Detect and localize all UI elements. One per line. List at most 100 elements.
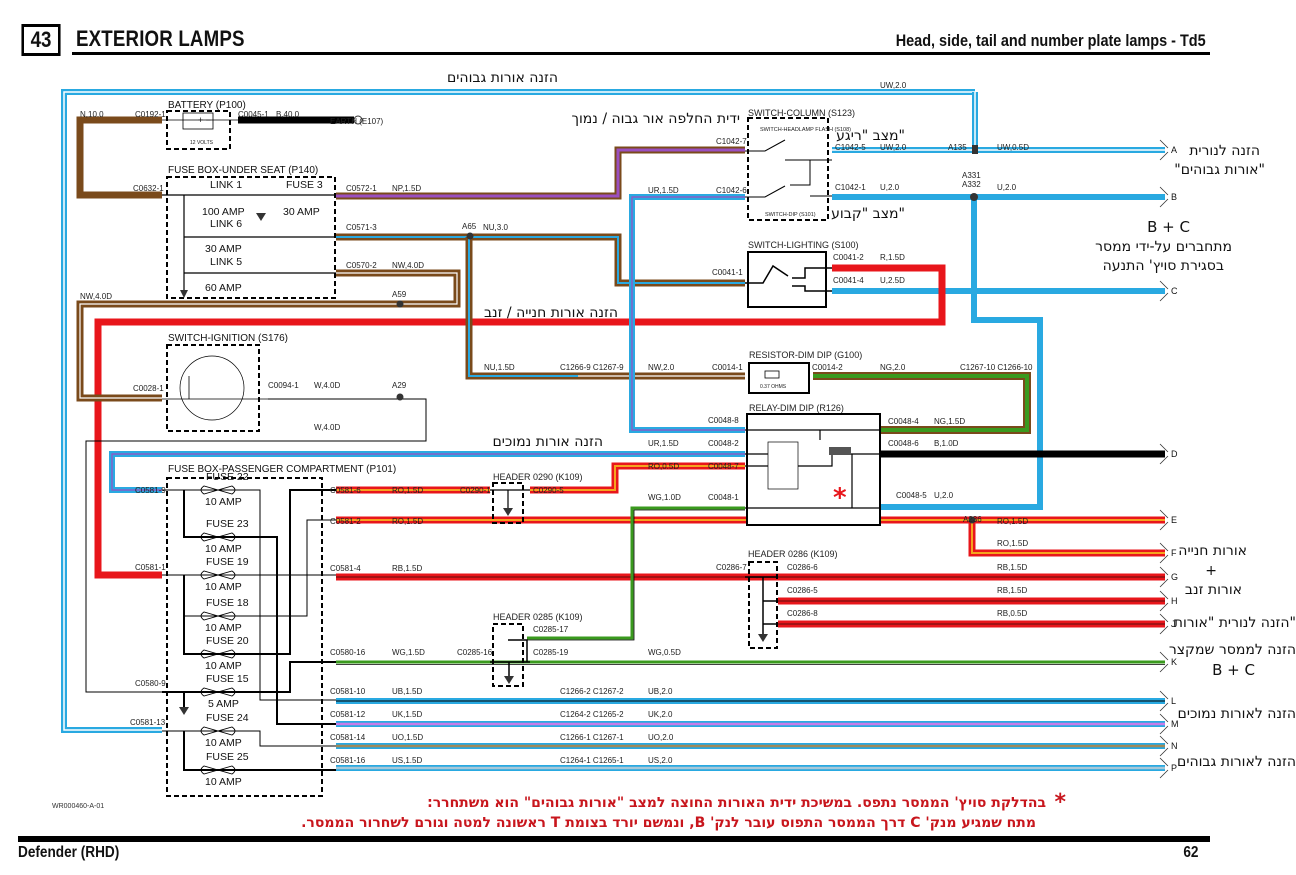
footnote-asterisk: * (1054, 790, 1066, 815)
fuse-rating: 10 AMP (205, 660, 242, 672)
annot-flash-pos: מצב "ריגע" (836, 128, 905, 144)
wire-label: UK,2.0 (648, 710, 673, 719)
fuse3-name: FUSE 3 (286, 179, 323, 191)
connector-label: C1264-2 C1265-2 (560, 710, 624, 719)
fuse-rating: 10 AMP (205, 737, 242, 749)
annot-park-2: אורות זנב (1185, 582, 1242, 598)
annot-relay-short-1: הזנה לממסר שמקצר (1169, 642, 1296, 658)
connector-label: C0581-6 (330, 486, 361, 495)
wire-label: NW,4.0D (392, 261, 424, 270)
output-terminal-label: M (1171, 719, 1179, 729)
connector-label: C1042-1 (835, 183, 866, 192)
wire-label: U,2.5D (880, 276, 905, 285)
splice-label: A59 (392, 290, 407, 299)
fuse-name: FUSE 15 (206, 673, 249, 685)
footnote-line-1: בהדלקת סויץ' הממסר נתפס. במשיכת ידית האו… (427, 795, 1046, 811)
fuse-symbol (200, 570, 236, 580)
splice-a135 (972, 145, 978, 154)
fuse-name: FUSE 19 (206, 556, 249, 568)
annot-low-beams: הזנה לאורות נמוכים (1178, 706, 1296, 722)
header-0286-label: HEADER 0286 (K109) (748, 549, 838, 559)
connector-label: C0572-1 (346, 184, 377, 193)
wire-label: UB,2.0 (648, 687, 673, 696)
connector-label: C0580-9 (135, 679, 166, 688)
wire-label: RO,1.5D (997, 539, 1028, 548)
drawing-code: WR000460-A-01 (52, 803, 105, 810)
fuse-symbol (200, 687, 236, 697)
relay-asterisk: * (833, 483, 847, 513)
connector-label: C1267-10 C1266-10 (960, 363, 1033, 372)
fuse-name: FUSE 22 (206, 471, 249, 483)
wire-label: RB,1.5D (392, 564, 422, 573)
fuse-name: FUSE 18 (206, 597, 249, 609)
output-terminal-label: L (1171, 696, 1176, 706)
wire-label: UW,2.0 (880, 143, 907, 152)
wire-label: UK,1.5D (392, 710, 422, 719)
annot-park-plus: + (1205, 563, 1217, 579)
resistor-value: 0.37 OHMS (760, 384, 787, 390)
connector-label: C1042-5 (835, 143, 866, 152)
wire-label: NU,1.5D (484, 363, 515, 372)
splice-label: A236 (963, 515, 982, 524)
section-number: 43 (21, 24, 61, 56)
annot-low-beam-feed: הזנה אורות נמוכים (493, 434, 604, 450)
connector-label: C0048-8 (708, 416, 739, 425)
connector-label: C0571-3 (346, 223, 377, 232)
switch-column (745, 117, 832, 221)
connector-label: C1266-1 C1267-1 (560, 733, 624, 742)
connector-label: C0286-5 (787, 586, 818, 595)
wire-u-relay (880, 197, 1043, 510)
connector-label: C0192-1 (135, 110, 166, 119)
link5-name: LINK 5 (210, 256, 242, 268)
output-terminal-icon (1159, 443, 1169, 465)
output-terminal-icon (1159, 613, 1169, 635)
annot-fixed-pos: מצב "קבוע" (831, 206, 905, 222)
annot-relay-short-2: B + C (1212, 661, 1255, 679)
wire-label: WG,0.5D (648, 648, 681, 657)
connector-label: C0094-1 (268, 381, 299, 390)
wire-n-battery (76, 116, 162, 199)
wire-high-beam-loop (61, 89, 978, 733)
output-terminal-icon (1159, 735, 1169, 757)
wire-label: RO,1.5D (392, 517, 423, 526)
connector-label: C0581-2 (330, 517, 361, 526)
connector-label: C0041-4 (833, 276, 864, 285)
wire-label: N,10.0 (80, 110, 104, 119)
connector-label: C0570-2 (346, 261, 377, 270)
connector-label: C0048-7 (708, 462, 739, 471)
footer-page: 62 (1183, 844, 1199, 861)
annot-lights-lamp: הזנה לנורית "אורות" (1174, 615, 1296, 631)
relay-label: RELAY-DIM DIP (R126) (749, 403, 844, 413)
fuse-rating: 5 AMP (208, 698, 239, 710)
link1-name: LINK 1 (210, 179, 242, 191)
header-0285-label: HEADER 0285 (K109) (493, 612, 583, 622)
output-terminal-icon (1159, 651, 1169, 673)
connector-label: C0014-2 (812, 363, 843, 372)
connector-label: C0286-7 (716, 563, 747, 572)
fuse-name: FUSE 23 (206, 518, 249, 530)
annot-hb-lamp-2: "אורות גבוהים" (1174, 162, 1265, 178)
wire-label: UW,2.0 (880, 81, 907, 90)
wire-w (85, 398, 427, 693)
annot-park-1: אורות חנייה (1178, 543, 1247, 559)
output-terminal-icon (1159, 509, 1169, 531)
fuse-name: FUSE 20 (206, 635, 249, 647)
connector-label: C0581-4 (330, 564, 361, 573)
connector-label: C0045-1 (238, 110, 269, 119)
switch-ignition (162, 344, 268, 432)
output-terminal-label: P (1171, 763, 1177, 773)
resistor-label: RESISTOR-DIM DIP (G100) (749, 350, 862, 360)
connector-label: C1266-9 C1267-9 (560, 363, 624, 372)
wire-label: NW,2.0 (648, 363, 675, 372)
footer-model: Defender (RHD) (18, 844, 120, 861)
wire-ur-dip (629, 194, 745, 433)
header-rule (72, 52, 1210, 55)
annot-bc: B + C (1147, 218, 1190, 236)
connector-label: C0632-1 (133, 184, 164, 193)
connector-label: C0285-16 (457, 648, 493, 657)
output-terminal-label: E (1171, 515, 1177, 525)
output-terminal-icon (1159, 566, 1169, 588)
wire-r-lighting (94, 264, 946, 579)
